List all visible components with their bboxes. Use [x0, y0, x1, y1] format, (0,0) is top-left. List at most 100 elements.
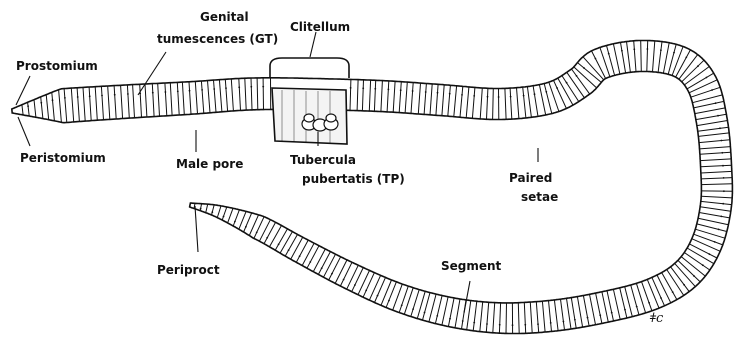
seta-dot — [636, 306, 638, 308]
label-genital-tumescences-line1: Genital — [200, 10, 249, 24]
seta-dot — [633, 48, 635, 50]
seta-dot — [127, 93, 129, 95]
seta-dot — [621, 50, 623, 52]
seta-dot — [648, 302, 650, 304]
seta-dot — [566, 82, 568, 84]
seta-dot — [365, 290, 367, 292]
seta-dot — [225, 87, 227, 89]
seta-dot — [201, 89, 203, 91]
seta-dot — [331, 273, 333, 275]
seta-dot — [550, 322, 552, 324]
seta-dot — [587, 317, 589, 319]
seta-dot — [388, 89, 390, 91]
seta-dot — [534, 93, 536, 95]
seta-dot — [40, 102, 42, 104]
seta-dot — [436, 315, 438, 317]
seta-dot — [299, 255, 301, 257]
seta-dot — [702, 264, 704, 266]
seta-dot — [437, 92, 439, 94]
label-clitellum: Clitellum — [290, 20, 350, 34]
seta-dot — [715, 102, 717, 104]
seta-dot — [101, 95, 103, 97]
seta-dot — [256, 232, 258, 234]
seta-dot — [400, 89, 402, 91]
label-segment: Segment — [441, 259, 502, 273]
seta-dot — [673, 52, 675, 54]
seta-dot — [723, 177, 725, 179]
label-prostomium: Prostomium — [16, 59, 98, 73]
seta-dot — [350, 87, 352, 89]
seta-dot — [449, 318, 451, 320]
seta-dot — [499, 324, 501, 326]
seta-dot — [462, 320, 464, 322]
seta-dot — [262, 86, 264, 88]
seta-dot — [354, 284, 356, 286]
segment-ring — [641, 41, 642, 72]
seta-dot — [266, 237, 268, 239]
seta-dot — [706, 77, 708, 79]
seta-dot — [660, 49, 662, 51]
label-peristomium: Peristomium — [20, 151, 106, 165]
seta-dot — [537, 323, 539, 325]
seta-dot — [685, 57, 687, 59]
seta-dot — [717, 115, 719, 117]
label-genital-tumescences-line2: tumescences (GT) — [157, 32, 278, 46]
seta-dot — [595, 58, 597, 60]
seta-dot — [722, 165, 724, 167]
seta-dot — [647, 48, 649, 50]
label-tubercula-line2: pubertatis (TP) — [302, 172, 405, 186]
seta-dot — [64, 97, 66, 99]
seta-dot — [343, 279, 345, 281]
seta-dot — [660, 297, 662, 299]
seta-dot — [211, 211, 213, 213]
seta-dot — [721, 152, 723, 154]
seta-dot — [77, 96, 79, 98]
seta-dot — [524, 324, 526, 326]
seta-dot — [321, 267, 323, 269]
seta-dot — [412, 90, 414, 92]
seta-dot — [719, 127, 721, 129]
seta-dot — [720, 216, 722, 218]
seta-dot — [510, 96, 512, 98]
seta-dot — [473, 95, 475, 97]
seta-dot — [611, 312, 613, 314]
seta-dot — [624, 309, 626, 311]
seta-dot — [512, 324, 514, 326]
seta-dot — [523, 95, 525, 97]
seta-dot — [238, 86, 240, 88]
seta-dot — [425, 91, 427, 93]
seta-dot — [545, 91, 547, 93]
seta-dot — [498, 96, 500, 98]
seta-dot — [362, 87, 364, 89]
seta-dot — [401, 304, 403, 306]
seta-dot — [152, 92, 154, 94]
seta-dot — [672, 291, 674, 293]
seta-dot — [697, 65, 699, 67]
clitellum-bracket — [270, 58, 349, 78]
seta-dot — [563, 321, 565, 323]
seta-dot — [723, 190, 725, 192]
seta-dot — [177, 91, 179, 93]
seta-dot — [388, 300, 390, 302]
seta-dot — [377, 295, 379, 297]
label-tubercula-line1: Tubercula — [290, 153, 356, 167]
label-periproct: Periproct — [157, 263, 220, 277]
seta-dot — [412, 308, 414, 310]
seta-dot — [599, 314, 601, 316]
seta-dot — [223, 216, 225, 218]
seta-dot — [486, 323, 488, 325]
worm-body — [12, 41, 733, 334]
seta-dot — [288, 249, 290, 251]
seta-dot — [721, 140, 723, 142]
label-paired-setae-line2: setae — [521, 190, 558, 204]
seta-dot — [487, 96, 489, 98]
label-paired-setae-line1: Paired — [509, 171, 552, 185]
seta-dot — [52, 99, 54, 101]
seta-dot — [213, 88, 215, 90]
seta-dot — [709, 253, 711, 255]
segment-ring — [257, 78, 258, 110]
seta-dot — [449, 93, 451, 95]
seta-dot — [583, 67, 585, 69]
